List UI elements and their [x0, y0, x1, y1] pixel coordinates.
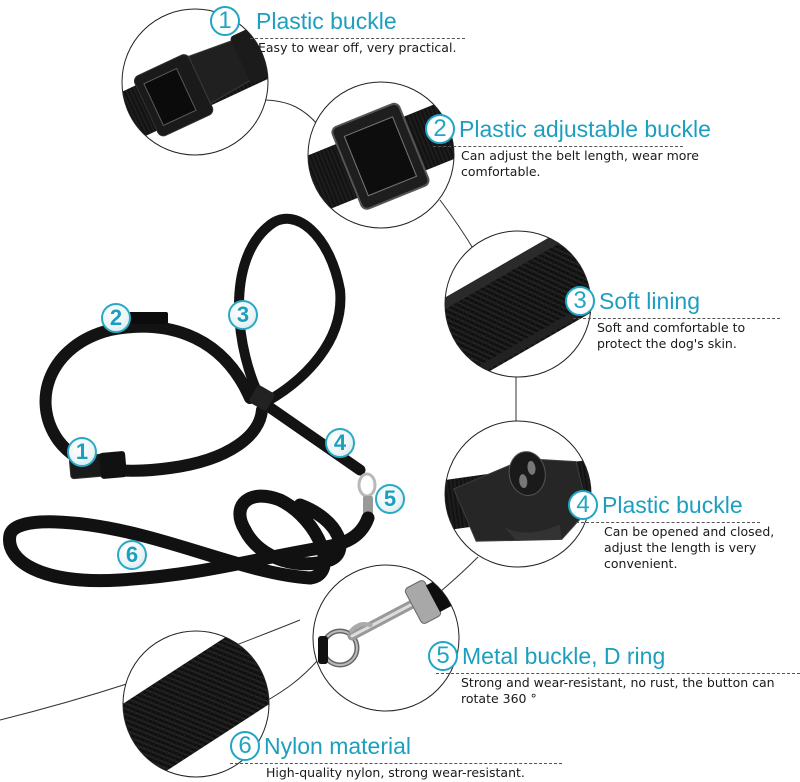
feature-description: Soft and comfortable to protect the dog'…: [597, 320, 746, 351]
feature-number-badge: 1: [210, 6, 240, 36]
feature-title: Metal buckle, D ring: [462, 643, 666, 669]
dashed-divider: [250, 38, 465, 39]
dashed-divider: [436, 673, 800, 674]
detail-circle-1: [122, 9, 268, 155]
detail-circle-4: [445, 421, 591, 567]
feature-number-badge: 6: [230, 731, 260, 761]
product-marker-2: 2: [101, 303, 131, 333]
feature-description: Strong and wear-resistant, no rust, the …: [461, 675, 775, 706]
dashed-divider: [573, 318, 780, 319]
feature-number-badge: 4: [568, 490, 598, 520]
product-marker-1: 1: [67, 437, 97, 467]
feature-title: Nylon material: [264, 733, 411, 759]
feature-3: 3 Soft lining Soft and comfortable to pr…: [565, 286, 780, 352]
feature-4: 4 Plastic buckle Can be opened and close…: [568, 490, 800, 572]
feature-description: Can be opened and closed, adjust the len…: [604, 524, 775, 571]
dashed-divider: [230, 763, 562, 764]
dashed-divider: [433, 146, 683, 147]
leash: [3, 489, 375, 588]
feature-description: Can adjust the belt length, wear more co…: [461, 148, 699, 179]
feature-title: Plastic buckle: [602, 492, 743, 518]
feature-number-badge: 3: [565, 286, 595, 316]
feature-number-badge: 2: [425, 114, 455, 144]
feature-2: 2 Plastic adjustable buckle Can adjust t…: [425, 114, 745, 180]
detail-circle-5: [313, 565, 459, 711]
harness: [39, 213, 366, 477]
product-marker-3: 3: [228, 300, 258, 330]
feature-title: Soft lining: [599, 288, 701, 314]
feature-number-badge: 5: [428, 641, 458, 671]
feature-6: 6 Nylon material High-quality nylon, str…: [230, 731, 570, 781]
feature-title: Plastic adjustable buckle: [459, 116, 711, 142]
feature-title: Plastic buckle: [256, 8, 397, 34]
product-marker-5: 5: [375, 484, 405, 514]
feature-1: 1 Plastic buckle Easy to wear off, very …: [210, 6, 465, 56]
dashed-divider: [576, 522, 760, 523]
product-marker-6: 6: [117, 540, 147, 570]
product-marker-4: 4: [325, 428, 355, 458]
feature-description: High-quality nylon, strong wear-resistan…: [266, 765, 525, 780]
feature-5: 5 Metal buckle, D ring Strong and wear-r…: [428, 641, 800, 707]
feature-description: Easy to wear off, very practical.: [258, 40, 457, 55]
